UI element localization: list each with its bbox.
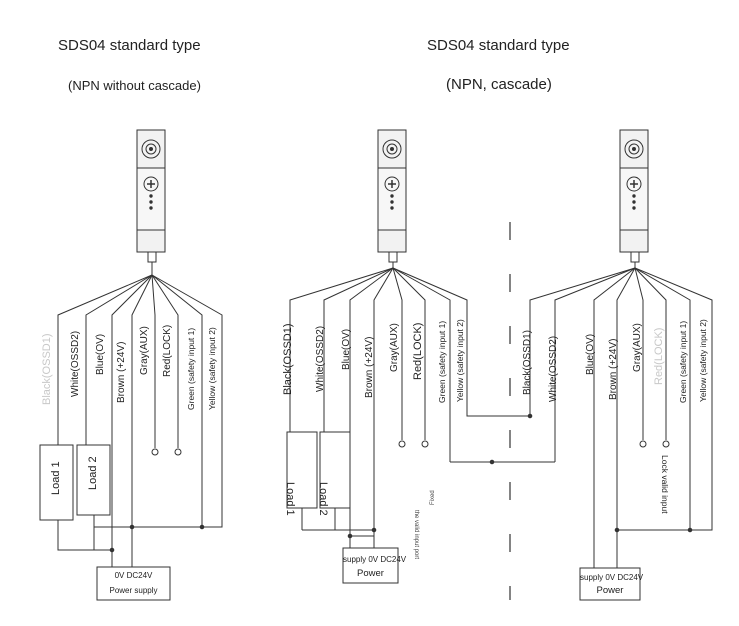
r1-power-label: Power xyxy=(357,568,384,579)
r1-wire-gray: Gray(AUX) xyxy=(389,323,400,372)
r2-wire-gray: Gray(AUX) xyxy=(632,323,643,372)
left-wire-black: Black(OSSD1) xyxy=(41,333,53,405)
left-wire-yellow: Yellow (safety input 2) xyxy=(207,327,217,410)
r1-wire-brown: Brown (+24V) xyxy=(364,336,375,398)
left-wire-green: Green (safety input 1) xyxy=(186,327,196,410)
left-wire-red: Red(LOCK) xyxy=(162,324,173,377)
r2-wire-blue: Blue(OV) xyxy=(585,333,596,375)
r2-power-label: Power xyxy=(596,585,624,596)
r1-lock-note: the valid input port xyxy=(413,510,419,560)
r1-wire-green: Green (safety input 1) xyxy=(437,320,447,403)
r1-wire-white: White(OSSD2) xyxy=(315,325,326,392)
r1-wire-blue: Blue(OV) xyxy=(341,328,352,370)
r2-wire-green: Green (safety input 1) xyxy=(678,320,688,403)
left-power-label: Power supply xyxy=(109,586,158,595)
left-wire-white: White(OSSD2) xyxy=(70,330,81,397)
left-load-2: Load 2 xyxy=(87,456,99,490)
r1-power-voltage: supply 0V DC24V xyxy=(343,555,407,564)
r1-lock-note-fixed: Fixed xyxy=(430,490,436,505)
right-sensor-device-1 xyxy=(377,129,407,268)
right-sensor-device-2 xyxy=(619,129,649,268)
r2-wire-black: Black(OSSD1) xyxy=(522,329,533,395)
r2-wire-red: Red(LOCK) xyxy=(653,327,665,385)
r2-wire-yellow: Yellow (safety input 2) xyxy=(698,319,708,402)
r2-wire-brown: Brown (+24V) xyxy=(608,338,619,400)
r2-wire-white: White(OSSD2) xyxy=(548,335,559,402)
r1-wire-black: Black(OSSD1) xyxy=(282,323,294,395)
left-wire-gray: Gray(AUX) xyxy=(139,326,150,375)
left-subtitle: (NPN without cascade) xyxy=(68,78,201,93)
r1-load-2: Load 2 xyxy=(317,482,329,516)
r2-power-voltage: supply 0V DC24V xyxy=(580,573,644,582)
left-load-1: Load 1 xyxy=(50,461,62,495)
left-title: SDS04 standard type xyxy=(58,37,201,54)
r2-lock-note: Lock valid input xyxy=(660,455,670,514)
r1-wire-yellow: Yellow (safety input 2) xyxy=(455,319,465,402)
left-sensor-device xyxy=(136,129,166,275)
left-wire-brown: Brown (+24V) xyxy=(116,341,127,403)
left-power-voltage: 0V DC24V xyxy=(114,571,153,580)
left-wire-blue: Blue(OV) xyxy=(95,333,106,375)
r1-load-1: Load 1 xyxy=(284,482,296,516)
r1-wire-red: Red(LOCK) xyxy=(412,322,424,380)
right-subtitle: (NPN, cascade) xyxy=(446,76,552,93)
right-title: SDS04 standard type xyxy=(427,37,570,54)
